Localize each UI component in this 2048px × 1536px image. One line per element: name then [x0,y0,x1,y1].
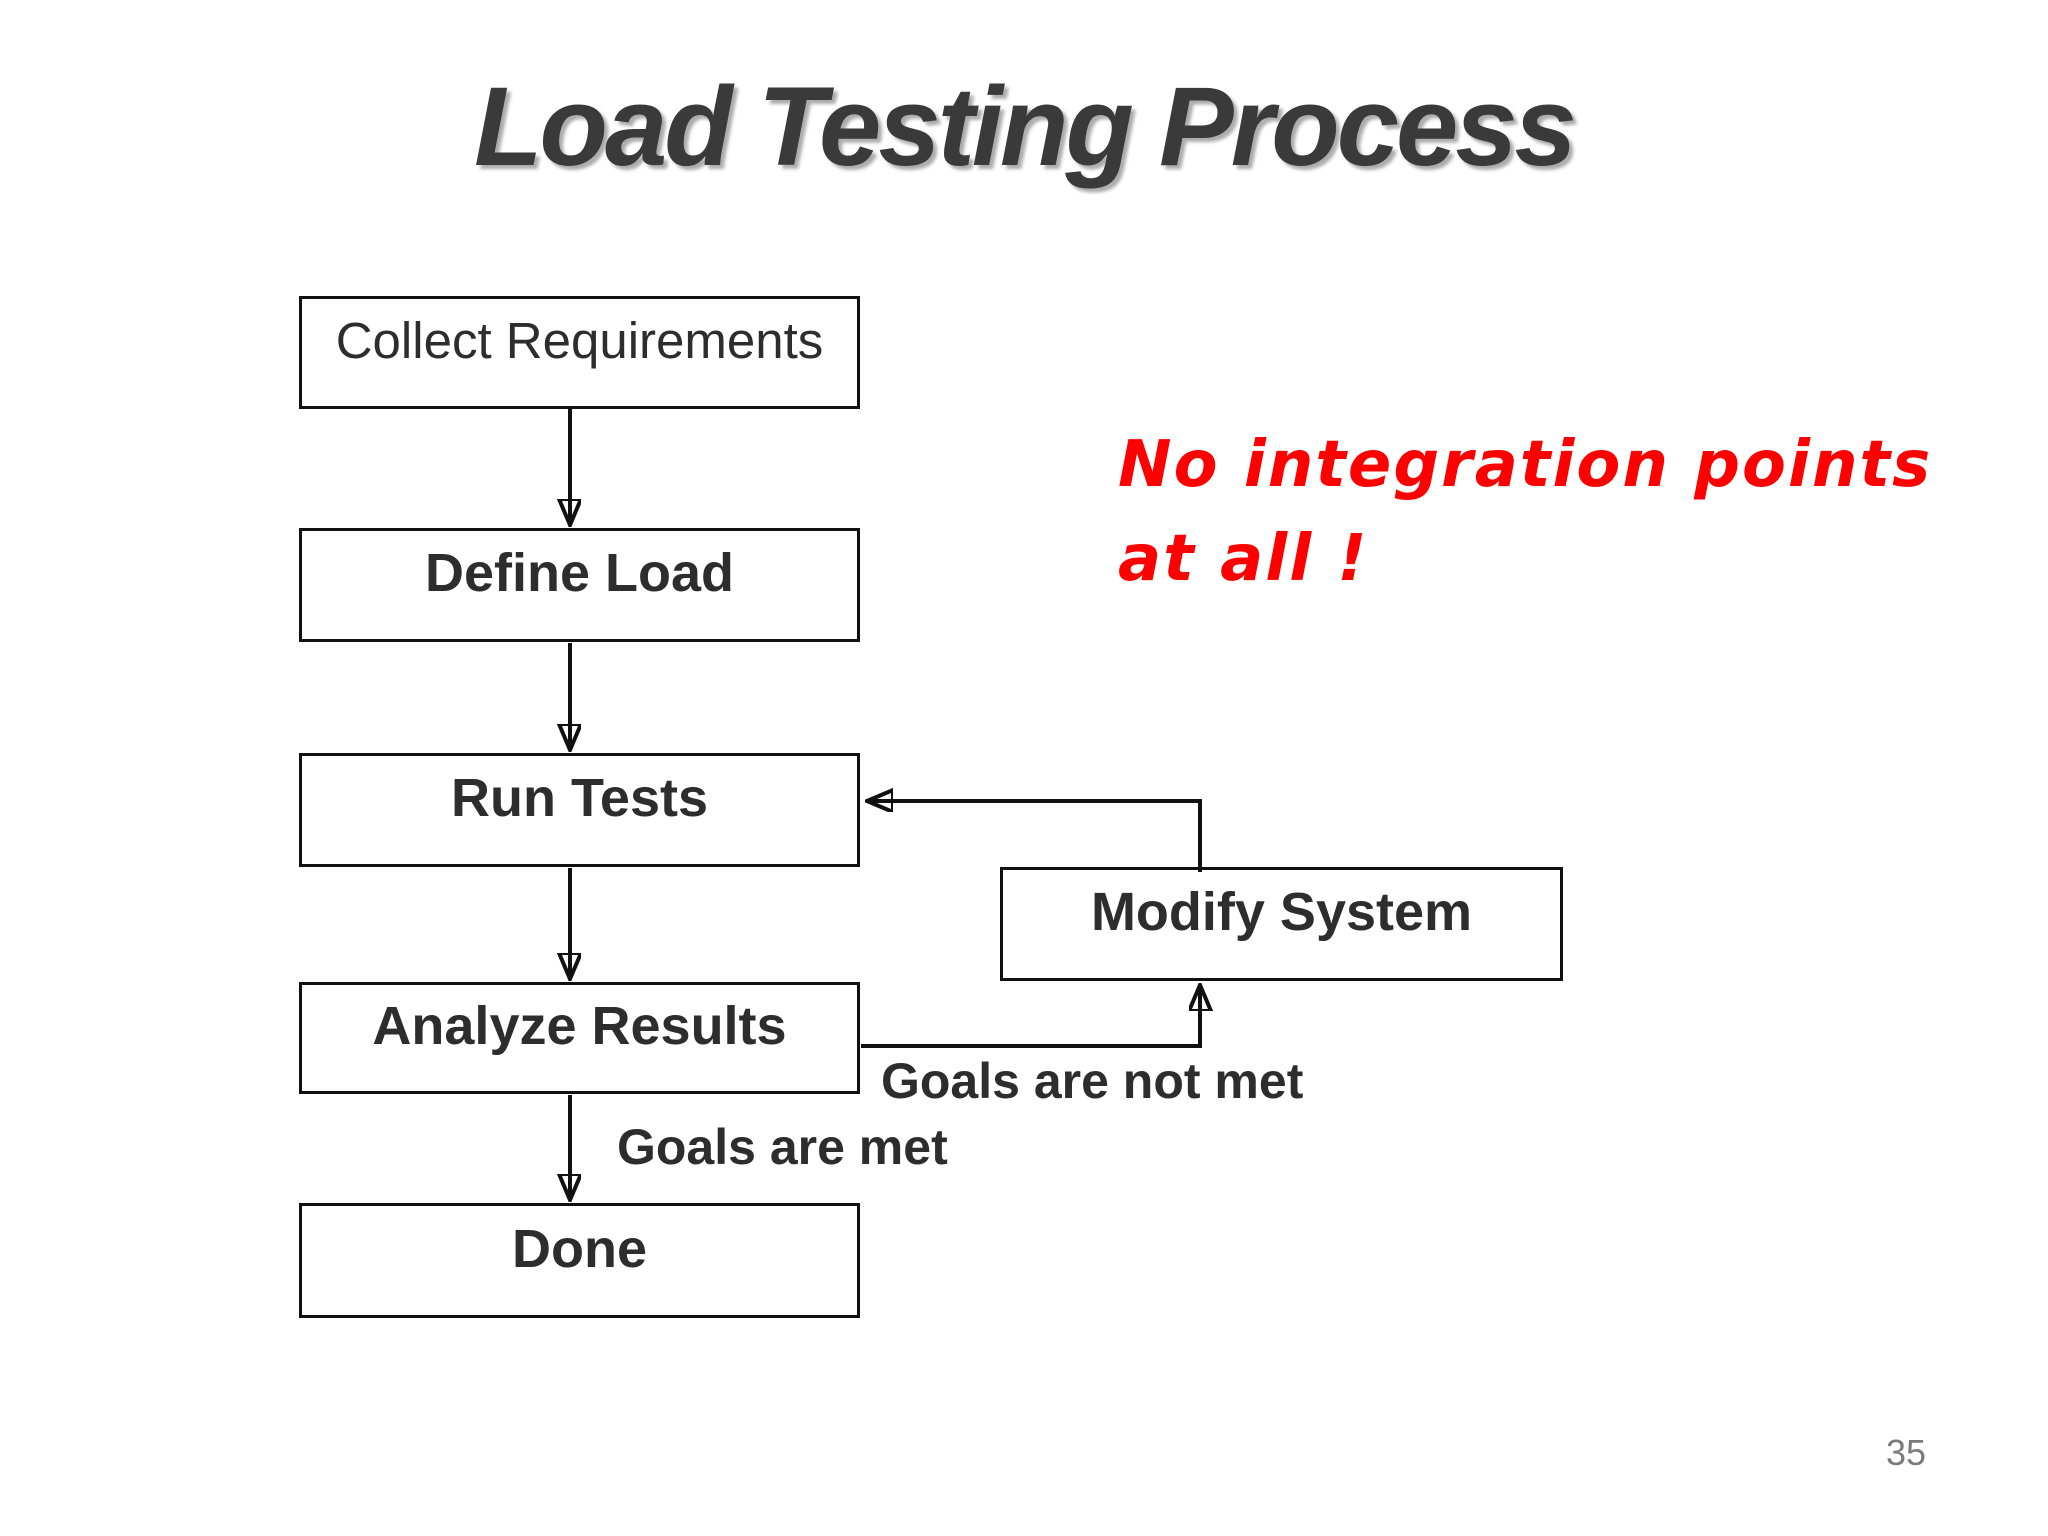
slide-title: Load Testing Process [474,64,1577,189]
flow-box-done: Done [299,1203,860,1318]
flow-box-analyze-results: Analyze Results [299,982,860,1094]
page-number: 35 [1886,1432,1927,1473]
arrow-analyze-to-modify [861,986,1200,1048]
box-label: Run Tests [450,768,709,828]
annotation-line-2: at all ! [1118,522,1369,596]
flow-box-define-load: Define Load [299,528,860,642]
box-label: Modify System [1090,882,1473,942]
annotation-note: No integration points at all ! [1118,418,1932,606]
arrow-modify-to-run [868,801,1202,872]
annotation-line-1: No integration points [1118,428,1933,502]
flow-box-modify-system: Modify System [1000,867,1563,981]
box-label: Done [512,1218,647,1279]
flow-box-run-tests: Run Tests [299,753,860,867]
box-label: Define Load [424,543,735,603]
edge-label-goals-met: Goals are met [617,1119,948,1175]
box-label: Analyze Results [372,996,787,1056]
flow-box-collect-requirements: Collect Requirements [299,296,860,409]
box-label: Collect Requirements [335,312,824,369]
edge-label-goals-not-met: Goals are not met [881,1053,1304,1109]
